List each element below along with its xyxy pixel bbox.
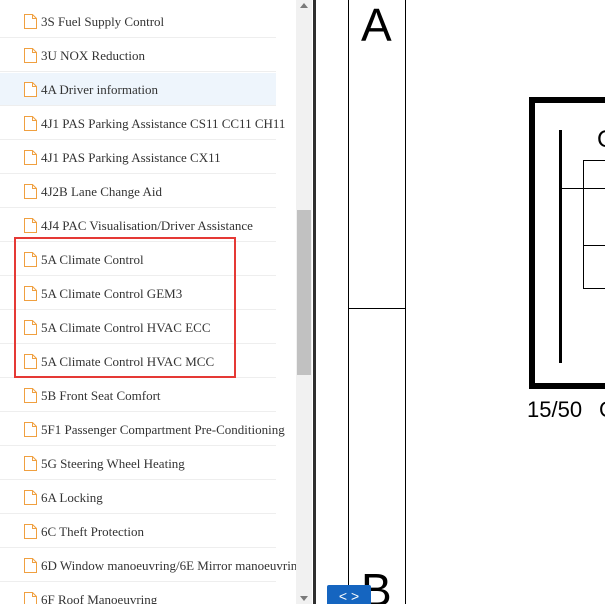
tree-item[interactable]: 6C Theft Protection bbox=[0, 515, 276, 548]
component-box-bottom bbox=[583, 288, 605, 289]
component-frame-left bbox=[529, 97, 535, 389]
tree-item-label: 5A Climate Control HVAC MCC bbox=[41, 354, 215, 369]
tree-scrollbar[interactable] bbox=[296, 0, 312, 604]
tree-item-label: 6C Theft Protection bbox=[41, 524, 145, 539]
tree-item-label: 3S Fuel Supply Control bbox=[41, 14, 165, 29]
scroll-up-arrow-icon[interactable] bbox=[300, 3, 308, 8]
tree-item[interactable]: 3U NOX Reduction bbox=[0, 39, 276, 72]
document-icon bbox=[24, 490, 37, 505]
zone-line-left bbox=[348, 0, 349, 604]
scroll-thumb[interactable] bbox=[297, 210, 311, 375]
tree-item[interactable]: 3S Fuel Supply Control bbox=[0, 5, 276, 38]
component-letter-c: C bbox=[597, 126, 605, 154]
tree-item[interactable]: 5F1 Passenger Compartment Pre-Conditioni… bbox=[0, 413, 285, 446]
panel-divider[interactable] bbox=[313, 0, 316, 604]
document-icon bbox=[24, 388, 37, 403]
zone-separator bbox=[348, 308, 406, 309]
component-bar bbox=[559, 130, 562, 363]
component-frame-bottom bbox=[529, 383, 605, 389]
tree-item-label: 6F Roof Manoeuvring bbox=[41, 592, 158, 604]
document-icon bbox=[24, 286, 37, 301]
tree-item[interactable]: 4J4 PAC Visualisation/Driver Assistance bbox=[0, 209, 276, 242]
zone-a-label: A bbox=[361, 0, 392, 51]
document-icon bbox=[24, 116, 37, 131]
panel-toggle-button[interactable]: < > bbox=[327, 585, 371, 604]
document-icon bbox=[24, 422, 37, 437]
document-icon bbox=[24, 558, 37, 573]
tree-item[interactable]: 4A Driver information bbox=[0, 73, 276, 106]
document-icon bbox=[24, 184, 37, 199]
tree-item[interactable]: 6D Window manoeuvring/6E Mirror manoeuvr… bbox=[0, 549, 298, 582]
tree-item-label: 4J2B Lane Change Aid bbox=[41, 184, 162, 199]
tree-item-label: 5B Front Seat Comfort bbox=[41, 388, 161, 403]
document-icon bbox=[24, 456, 37, 471]
tree-item[interactable]: 4J1 PAS Parking Assistance CS11 CC11 CH1… bbox=[0, 107, 285, 140]
document-icon bbox=[24, 82, 37, 97]
component-frame-top bbox=[529, 97, 605, 103]
tree-item[interactable]: 5A Climate Control GEM3 bbox=[0, 277, 276, 310]
tree-item[interactable]: 5A Climate Control HVAC ECC bbox=[0, 311, 276, 344]
tree-item-label: 3U NOX Reduction bbox=[41, 48, 145, 63]
tree-item-label: 4J1 PAS Parking Assistance CS11 CC11 CH1… bbox=[41, 116, 286, 131]
document-icon bbox=[24, 218, 37, 233]
tree-item[interactable]: 6F Roof Manoeuvring bbox=[0, 583, 276, 604]
tree-item-label: 4A Driver information bbox=[41, 82, 158, 97]
tree-item-label: 5A Climate Control GEM3 bbox=[41, 286, 183, 301]
document-icon bbox=[24, 252, 37, 267]
tree-item-label: 4J1 PAS Parking Assistance CX11 bbox=[41, 150, 221, 165]
document-icon bbox=[24, 320, 37, 335]
tree-item-label: 6D Window manoeuvring/6E Mirror manoeuvr… bbox=[41, 558, 298, 573]
component-box-top bbox=[583, 160, 605, 161]
document-icon bbox=[24, 592, 37, 604]
tree-panel: 3S Fuel Supply Control 3U NOX Reduction 4A… bbox=[0, 0, 298, 604]
label-g-fragment: G bbox=[599, 397, 605, 423]
component-box-left bbox=[583, 160, 584, 288]
tree-item[interactable]: 5A Climate Control bbox=[0, 243, 276, 276]
tree-item-label: 4J4 PAC Visualisation/Driver Assistance bbox=[41, 218, 253, 233]
fuse-label: 15/50 bbox=[527, 397, 583, 422]
document-icon bbox=[24, 524, 37, 539]
tree-item-label: 5G Steering Wheel Heating bbox=[41, 456, 185, 471]
tree-item-label: 5A Climate Control HVAC ECC bbox=[41, 320, 211, 335]
document-icon bbox=[24, 150, 37, 165]
tree-item[interactable]: 5A Climate Control HVAC MCC bbox=[0, 345, 276, 378]
scroll-down-arrow-icon[interactable] bbox=[300, 596, 308, 601]
tree-item-label: 5F1 Passenger Compartment Pre-Conditioni… bbox=[41, 422, 285, 437]
document-icon bbox=[24, 14, 37, 29]
tree-item-label: 5A Climate Control bbox=[41, 252, 144, 267]
wiring-diagram: A B C 15/50 G < > bbox=[316, 0, 605, 604]
tree-item[interactable]: 6A Locking bbox=[0, 481, 276, 514]
document-icon bbox=[24, 354, 37, 369]
zone-line-right bbox=[405, 0, 406, 604]
tree-item[interactable]: 4J2B Lane Change Aid bbox=[0, 175, 276, 208]
tree-item[interactable]: 5B Front Seat Comfort bbox=[0, 379, 276, 412]
tree-item[interactable]: 5G Steering Wheel Heating bbox=[0, 447, 276, 480]
tree-item[interactable]: 4J1 PAS Parking Assistance CX11 bbox=[0, 141, 276, 174]
tree-item-label: 6A Locking bbox=[41, 490, 103, 505]
document-icon bbox=[24, 48, 37, 63]
component-box-mid bbox=[583, 245, 605, 246]
